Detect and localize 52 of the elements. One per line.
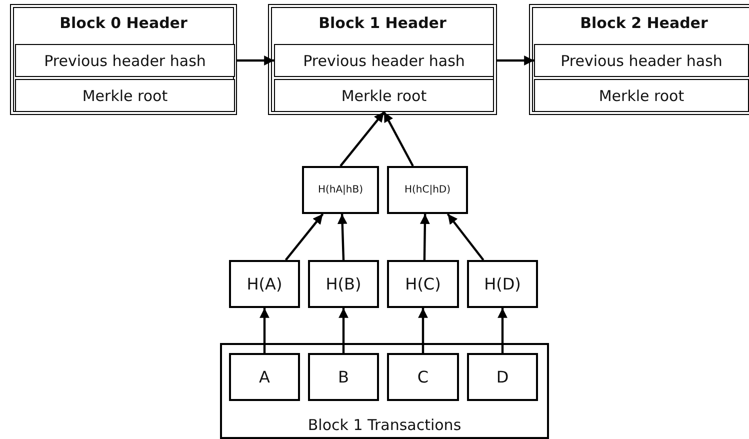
node-label: Merkle root <box>340 86 428 104</box>
hash-box <box>308 260 379 308</box>
node-label: Previous header hash <box>560 52 724 70</box>
node-label: H(B) <box>324 274 362 294</box>
node-label: Merkle root <box>598 86 686 104</box>
hash-box <box>467 260 538 308</box>
container-label: Block 1 Transactions <box>306 416 462 434</box>
block-header-box <box>10 4 237 115</box>
field-box <box>15 79 235 112</box>
arrow <box>497 56 534 66</box>
hash-box <box>387 166 468 214</box>
arrow <box>337 214 348 260</box>
arrow <box>498 308 508 353</box>
field-box <box>534 44 749 77</box>
node-label: H(A) <box>246 274 284 294</box>
node-label: Previous header hash <box>43 52 207 70</box>
header-title: Block 0 Header <box>58 14 188 32</box>
node-label: A <box>258 368 271 386</box>
node-label: H(D) <box>483 274 522 294</box>
arrow <box>237 56 274 66</box>
hash-box <box>387 353 459 401</box>
arrow <box>383 111 414 167</box>
hash-box <box>229 353 300 401</box>
arrow <box>260 308 270 353</box>
header-title: Block 1 Header <box>318 14 448 32</box>
node-label: Merkle root <box>81 86 169 104</box>
node-label: B <box>337 368 350 386</box>
hash-box <box>302 166 379 214</box>
hash-box <box>467 353 538 401</box>
field-box <box>274 79 494 112</box>
arrow <box>418 308 428 353</box>
hash-box <box>229 260 300 308</box>
block-header-box <box>268 4 497 115</box>
hash-box <box>308 353 379 401</box>
field-box <box>534 79 749 112</box>
header-title: Block 2 Header <box>579 14 709 32</box>
arrow <box>446 213 484 261</box>
hash-box <box>387 260 459 308</box>
arrow <box>284 213 324 261</box>
transactions-container <box>220 343 549 439</box>
arrow <box>420 214 430 260</box>
node-label: C <box>416 368 430 386</box>
node-label: H(hC|hD) <box>403 184 452 196</box>
arrow <box>338 308 348 353</box>
field-box <box>15 44 235 77</box>
node-label: H(C) <box>404 274 442 294</box>
node-label: D <box>495 368 510 386</box>
field-box <box>274 44 494 77</box>
block-header-box <box>529 4 749 115</box>
node-label: H(hA|hB) <box>316 184 364 196</box>
node-label: Previous header hash <box>302 52 466 70</box>
arrow <box>340 111 385 167</box>
